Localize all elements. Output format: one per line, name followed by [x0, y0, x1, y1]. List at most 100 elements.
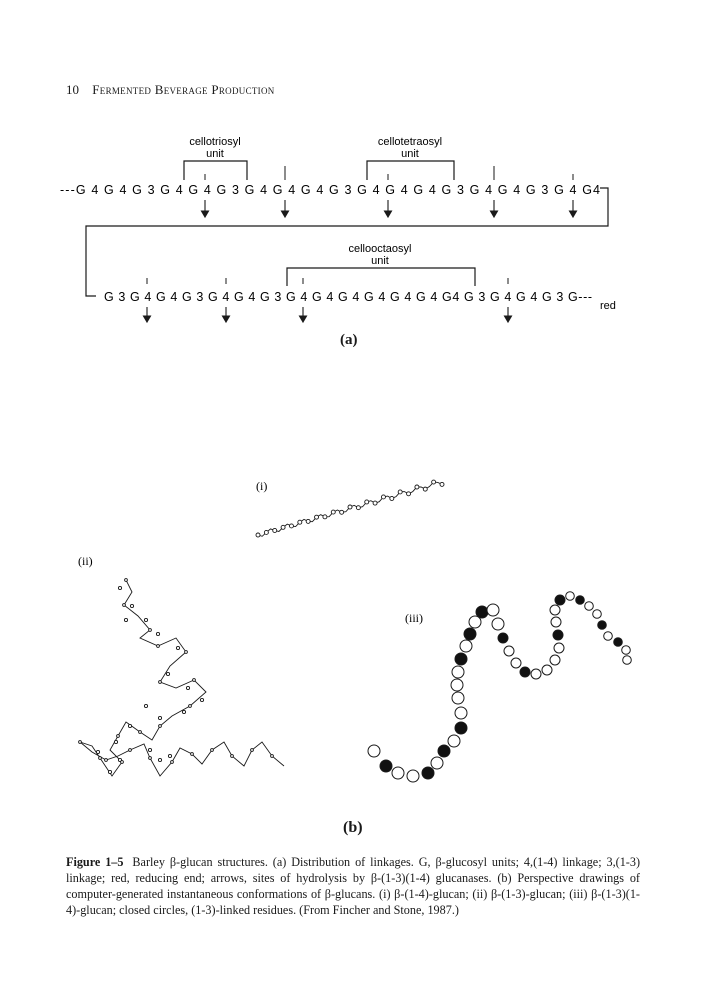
- residue: [181, 709, 187, 715]
- residue: [439, 481, 445, 487]
- residue: [124, 578, 128, 582]
- residue: [250, 748, 254, 752]
- residue: [622, 655, 632, 665]
- residue: [210, 748, 214, 752]
- residue: [116, 734, 120, 738]
- figure-b-label: (b): [343, 819, 363, 836]
- residue: [549, 604, 561, 616]
- residue: [389, 496, 395, 501]
- residue: [613, 637, 623, 647]
- residue: [305, 518, 311, 524]
- residue: [592, 609, 602, 619]
- residue: [157, 757, 163, 763]
- residue: [155, 631, 161, 637]
- residue: [129, 603, 135, 609]
- residue: [104, 758, 108, 762]
- residue: [157, 715, 163, 721]
- residue: [414, 484, 420, 490]
- residue: [199, 697, 205, 703]
- residue: [621, 645, 631, 655]
- residue: [549, 654, 561, 666]
- residue: [451, 691, 465, 705]
- panel-label-ii: (ii): [78, 554, 93, 568]
- residue: [530, 668, 542, 680]
- hydrolysis-arrows-row-1: [200, 200, 578, 219]
- residue: [270, 754, 274, 758]
- residue: [475, 605, 489, 619]
- residue: [355, 505, 361, 511]
- sequence-row-2: G 3 G 4 G 4 G 3 G 4 G 4 G 3 G 4 G 4 G 4 …: [104, 290, 592, 304]
- residue: [272, 528, 278, 533]
- residue: [192, 678, 196, 682]
- residue: [463, 627, 477, 641]
- residue: [603, 631, 613, 641]
- residue: [447, 734, 461, 748]
- residue: [554, 594, 566, 606]
- unit-label-cellotetraosyl: cellotetraosyl: [378, 136, 442, 148]
- unit-label-cellotriosyl: cellotriosyl: [189, 136, 240, 148]
- residue: [156, 644, 160, 648]
- residue: [148, 756, 152, 760]
- residue: [339, 509, 345, 515]
- residue: [330, 509, 336, 515]
- figure-a-label: (a): [340, 332, 358, 348]
- residue: [459, 639, 473, 653]
- caption-lead: Figure 1–5: [66, 855, 124, 869]
- residue: [184, 650, 188, 654]
- residue: [289, 523, 294, 529]
- residue: [188, 704, 192, 708]
- conformation-drawings: (i) (ii) (iii): [78, 479, 632, 783]
- residue: [263, 529, 269, 535]
- residue: [541, 664, 553, 676]
- bracket-cellotetraosyl: [366, 160, 455, 180]
- bracket-cellooctaosyl: [286, 267, 476, 286]
- residue: [397, 489, 403, 495]
- residue: [372, 500, 378, 506]
- residue: [450, 678, 464, 692]
- residue: [381, 494, 386, 500]
- panel-label-iii: (iii): [405, 611, 423, 625]
- residue: [431, 479, 437, 485]
- residue: [158, 680, 162, 684]
- residue: [575, 595, 585, 605]
- residue: [437, 744, 451, 758]
- residue: [190, 752, 194, 756]
- figure-caption: Figure 1–5 Barley β-glucan structures. (…: [66, 854, 640, 918]
- residue: [148, 628, 152, 632]
- caption-text: Barley β-glucan structures. (a) Distribu…: [66, 855, 641, 917]
- residue: [347, 504, 353, 510]
- residue: [597, 620, 607, 630]
- residue: [107, 769, 113, 775]
- residue: [486, 603, 500, 617]
- sequence-row-1: ---G 4 G 4 G 3 G 4 G 4 G 3 G 4 G 4 G 4 G…: [60, 183, 600, 197]
- figure-b: (i) (ii) (iii): [0, 460, 701, 820]
- residue: [510, 657, 522, 669]
- residue: [553, 642, 565, 654]
- residue: [147, 747, 153, 753]
- residue: [143, 703, 149, 709]
- hydrolysis-arrows-row-2: [142, 307, 513, 324]
- figure-a: cellotriosyl unit cellotetraosyl unit ce…: [0, 100, 701, 370]
- residue: [497, 632, 509, 644]
- residue: [503, 645, 515, 657]
- residue: [468, 615, 482, 629]
- residue: [120, 760, 124, 764]
- residue: [98, 756, 102, 760]
- residue: [127, 723, 133, 729]
- residue: [117, 585, 123, 591]
- residue: [185, 685, 191, 691]
- residue: [314, 514, 319, 520]
- residue: [550, 616, 562, 628]
- residue: [406, 769, 420, 783]
- residue: [230, 754, 234, 758]
- residue: [565, 591, 575, 601]
- residue: [391, 766, 405, 780]
- unit-label-cellooctaosyl: cellooctaosyl: [349, 243, 412, 255]
- reducing-end-label: red: [600, 300, 616, 312]
- chain-beta-1-3-glucan: [78, 578, 285, 777]
- residue: [430, 756, 444, 770]
- residue: [422, 486, 428, 492]
- residue: [584, 601, 594, 611]
- residue: [421, 766, 435, 780]
- unit-sub-cellotriosyl: unit: [206, 148, 224, 160]
